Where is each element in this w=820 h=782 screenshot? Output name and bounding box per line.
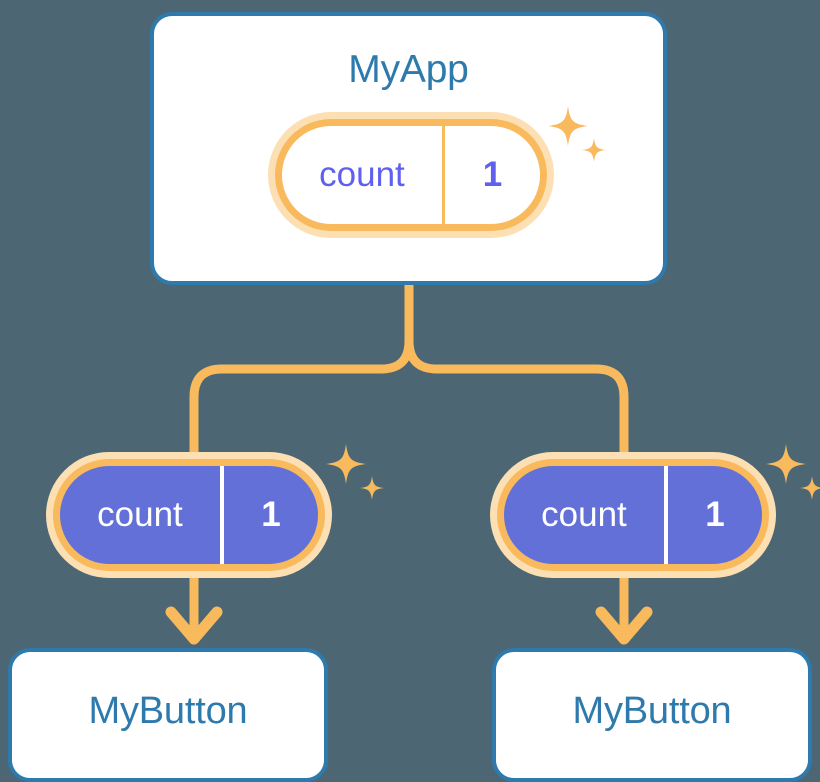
component-card-myapp[interactable]: MyApp bbox=[150, 12, 667, 285]
state-pill-ring: count 1 bbox=[53, 459, 325, 571]
page-title: MyApp bbox=[348, 48, 469, 91]
state-key: count bbox=[319, 155, 405, 194]
state-pill-myapp[interactable]: count 1 bbox=[268, 112, 554, 238]
component-label: MyButton bbox=[88, 690, 248, 732]
component-card-mybutton-left[interactable]: MyButton bbox=[8, 648, 328, 782]
state-pill-face: count 1 bbox=[504, 466, 762, 564]
branch-line-right bbox=[404, 281, 629, 467]
state-pill-ring: count 1 bbox=[497, 459, 769, 571]
component-card-mybutton-right[interactable]: MyButton bbox=[492, 648, 812, 782]
state-value: 1 bbox=[441, 126, 540, 224]
state-pill-face: count 1 bbox=[60, 466, 318, 564]
branch-line-left bbox=[189, 281, 414, 467]
arrowhead-right bbox=[595, 606, 653, 645]
component-label: MyButton bbox=[572, 690, 732, 732]
state-pill-mybutton-right[interactable]: count 1 bbox=[490, 452, 776, 578]
state-value: 1 bbox=[219, 466, 318, 564]
arrowhead-left bbox=[165, 606, 223, 645]
state-key: count bbox=[541, 495, 627, 534]
state-value: 1 bbox=[663, 466, 762, 564]
state-pill-mybutton-left[interactable]: count 1 bbox=[46, 452, 332, 578]
state-pill-face: count 1 bbox=[282, 126, 540, 224]
state-key: count bbox=[97, 495, 183, 534]
state-pill-ring: count 1 bbox=[275, 119, 547, 231]
